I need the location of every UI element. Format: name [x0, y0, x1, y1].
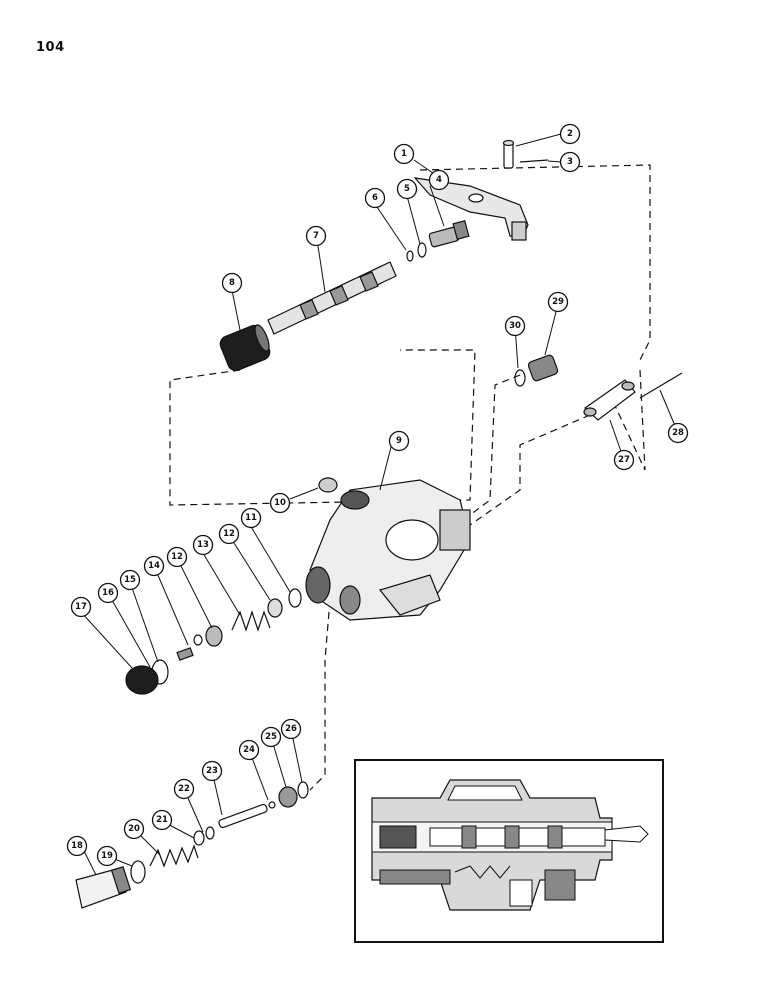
- svg-text:25: 25: [265, 732, 277, 742]
- svg-text:12: 12: [223, 529, 235, 539]
- relief-seat: [193, 634, 203, 646]
- callout-20: 20: [123, 818, 145, 840]
- assembly-guide-lines: [169, 164, 651, 791]
- relief-o-ring: [288, 588, 302, 608]
- callout-11: 11: [240, 507, 262, 529]
- callout-4: 4: [428, 169, 450, 191]
- svg-text:12: 12: [171, 552, 183, 562]
- check-seat-o-ring: [297, 781, 309, 799]
- callout-24: 24: [238, 739, 260, 761]
- callout-5: 5: [396, 178, 418, 200]
- svg-text:16: 16: [102, 588, 114, 598]
- callout-10: 10: [269, 492, 291, 514]
- check-ring: [205, 826, 215, 840]
- callout-21: 21: [151, 809, 173, 831]
- svg-text:3: 3: [567, 157, 573, 167]
- check-o-ring: [130, 860, 146, 884]
- svg-text:27: 27: [618, 455, 630, 465]
- svg-text:6: 6: [372, 193, 378, 203]
- check-seat: [278, 786, 298, 808]
- callout-17: 17: [70, 596, 92, 618]
- check-valve-plug: [75, 865, 132, 909]
- svg-text:18: 18: [71, 841, 83, 851]
- spool-cap: [219, 324, 271, 372]
- svg-text:13: 13: [197, 540, 209, 550]
- svg-text:5: 5: [404, 184, 410, 194]
- link-pin: [639, 372, 683, 399]
- svg-text:10: 10: [274, 498, 286, 508]
- svg-text:20: 20: [128, 824, 140, 834]
- snap-ring: [406, 250, 414, 262]
- callout-14: 14: [143, 555, 165, 577]
- callout-12-upper: 12: [218, 523, 240, 545]
- relief-washer-lower: [205, 625, 223, 647]
- spool-clevis: [428, 219, 470, 248]
- callout-25: 25: [260, 726, 282, 748]
- check-spring: [149, 844, 199, 868]
- svg-text:21: 21: [156, 815, 168, 825]
- callout-1: 1: [393, 143, 415, 165]
- svg-text:24: 24: [243, 745, 255, 755]
- callout-18: 18: [66, 835, 88, 857]
- callout-19: 19: [96, 845, 118, 867]
- callout-26: 26: [280, 718, 302, 740]
- svg-text:22: 22: [178, 784, 190, 794]
- callout-6: 6: [364, 187, 386, 209]
- svg-text:7: 7: [313, 231, 319, 241]
- pin: [502, 139, 515, 169]
- svg-text:2: 2: [567, 129, 573, 139]
- valve-body: [305, 479, 471, 621]
- svg-text:14: 14: [148, 561, 160, 571]
- connecting-link: [583, 379, 636, 421]
- svg-text:19: 19: [101, 851, 113, 861]
- callout-22: 22: [173, 778, 195, 800]
- check-ball: [268, 801, 276, 809]
- check-plunger: [218, 803, 268, 829]
- callout-8: 8: [221, 272, 243, 294]
- relief-washer-upper: [267, 598, 283, 618]
- page-number: 104: [36, 40, 65, 55]
- callout-23: 23: [201, 760, 223, 782]
- control-spool: [267, 261, 397, 335]
- relief-plug-cap: [125, 665, 159, 695]
- callout-15: 15: [119, 569, 141, 591]
- svg-text:9: 9: [396, 436, 402, 446]
- callout-27: 27: [613, 449, 635, 471]
- washer: [417, 242, 427, 258]
- callout-13: 13: [192, 534, 214, 556]
- svg-text:17: 17: [75, 602, 87, 612]
- relief-spring: [231, 610, 271, 632]
- svg-text:1: 1: [401, 149, 407, 159]
- callout-28: 28: [667, 422, 689, 444]
- svg-text:29: 29: [552, 297, 564, 307]
- callout-12-lower: 12: [166, 546, 188, 568]
- callout-2: 2: [559, 123, 581, 145]
- callout-16: 16: [97, 582, 119, 604]
- callout-30: 30: [504, 315, 526, 337]
- svg-text:23: 23: [206, 766, 218, 776]
- lever-link: [413, 177, 529, 241]
- svg-text:26: 26: [285, 724, 297, 734]
- svg-text:28: 28: [672, 428, 684, 438]
- end-plug: [527, 354, 559, 382]
- svg-text:4: 4: [436, 175, 442, 185]
- cotter-pin: [519, 159, 549, 163]
- callout-3: 3: [559, 151, 581, 173]
- check-washer: [193, 830, 205, 846]
- end-plug-o-ring: [514, 369, 526, 387]
- callout-9: 9: [388, 430, 410, 452]
- svg-text:15: 15: [124, 575, 136, 585]
- relief-poppet: [176, 647, 194, 661]
- callout-29: 29: [547, 291, 569, 313]
- callout-7: 7: [305, 225, 327, 247]
- cross-section-inset: [354, 759, 664, 943]
- svg-text:8: 8: [229, 278, 235, 288]
- svg-text:11: 11: [245, 513, 257, 523]
- port-plug: [318, 477, 338, 493]
- svg-text:30: 30: [509, 321, 521, 331]
